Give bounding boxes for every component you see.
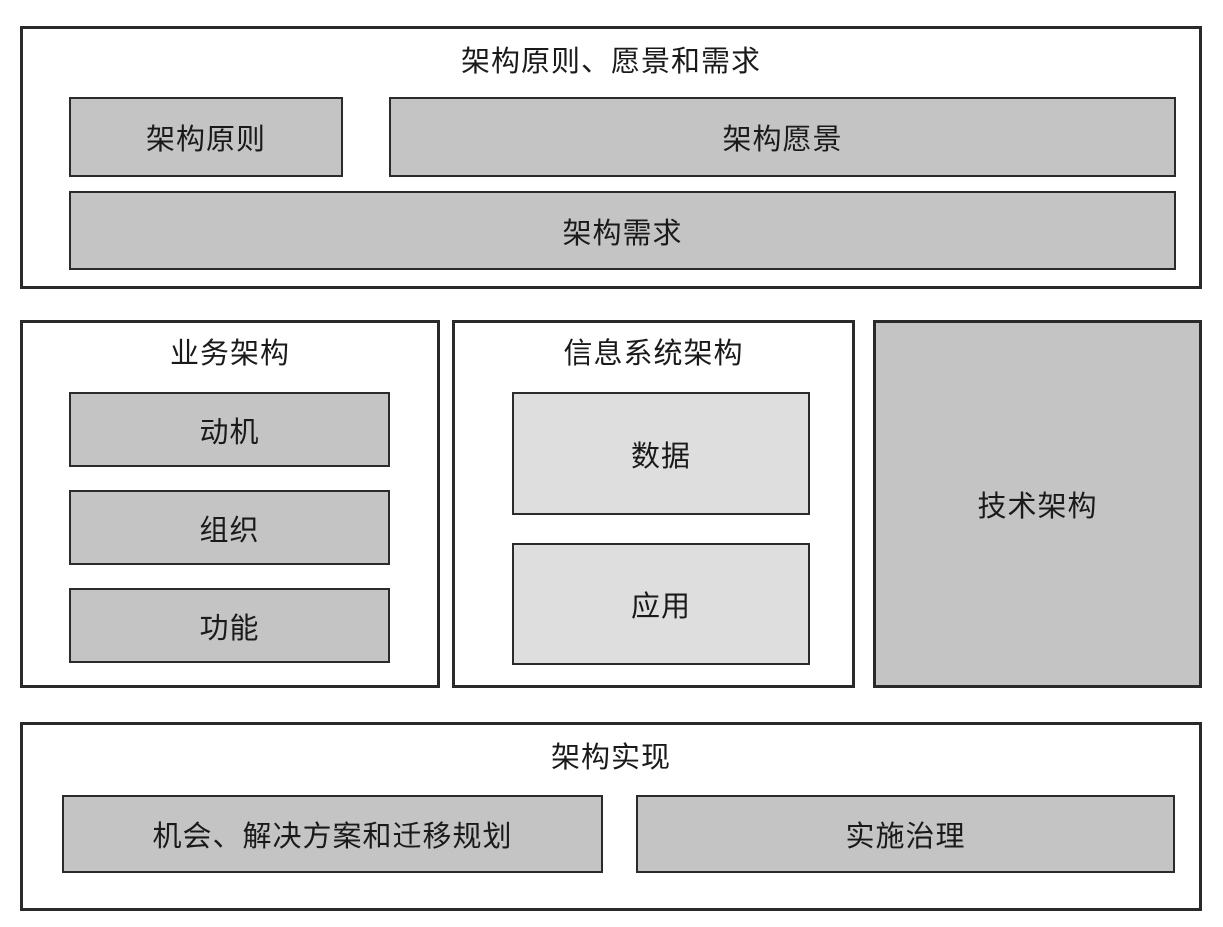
data-box: 数据 xyxy=(512,392,810,515)
application-box: 应用 xyxy=(512,543,810,665)
architecture-vision-box: 架构愿景 xyxy=(389,97,1176,177)
opportunities-solutions-migration-box: 机会、解决方案和迁移规划 xyxy=(62,795,603,873)
principles-vision-requirements-section: 架构原则、愿景和需求 架构原则 架构愿景 架构需求 xyxy=(20,26,1202,289)
architecture-realization-title: 架构实现 xyxy=(550,742,671,774)
motivation-box: 动机 xyxy=(69,392,390,467)
function-box: 功能 xyxy=(69,588,390,663)
organization-box: 组织 xyxy=(69,490,390,565)
information-systems-architecture-section: 信息系统架构 数据 应用 xyxy=(452,320,855,688)
implementation-governance-box: 实施治理 xyxy=(636,795,1175,873)
top-section-title: 架构原则、愿景和需求 xyxy=(460,46,761,78)
business-architecture-section: 业务架构 动机 组织 功能 xyxy=(20,320,440,688)
architecture-realization-section: 架构实现 机会、解决方案和迁移规划 实施治理 xyxy=(20,722,1202,911)
architecture-requirements-box: 架构需求 xyxy=(69,191,1176,270)
business-architecture-title: 业务架构 xyxy=(169,338,290,370)
information-systems-architecture-title: 信息系统架构 xyxy=(563,338,744,370)
technology-architecture-box: 技术架构 xyxy=(873,320,1202,688)
architecture-principles-box: 架构原则 xyxy=(69,97,343,177)
